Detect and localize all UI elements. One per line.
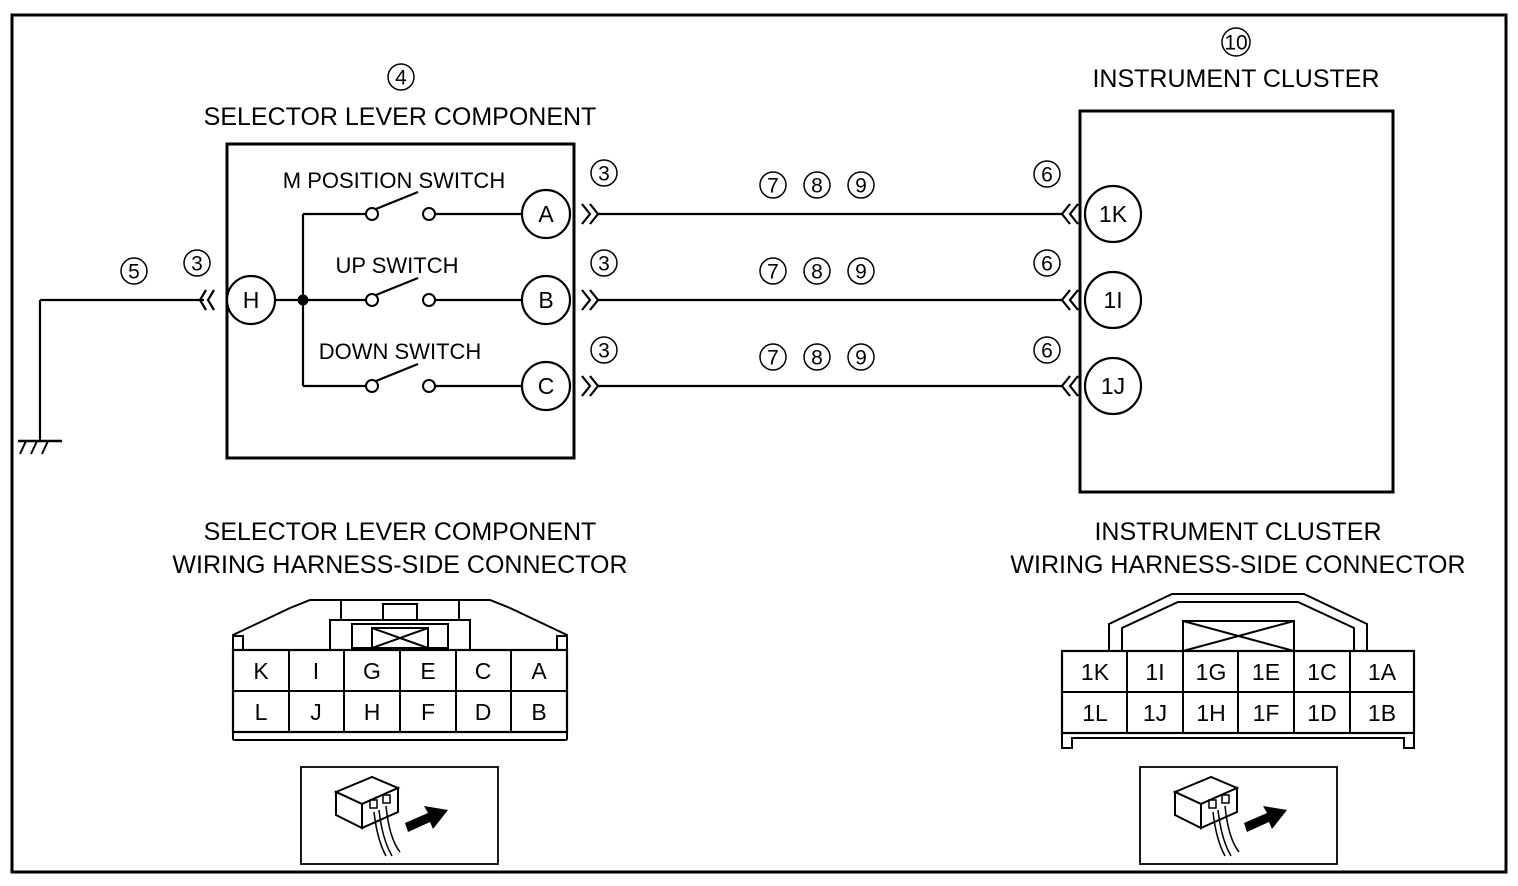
selector-pin: G	[363, 658, 381, 684]
selector-pin: I	[313, 658, 319, 684]
selector-pin: L	[255, 699, 268, 725]
selector-connector-title-2: WIRING HARNESS-SIDE CONNECTOR	[172, 551, 627, 579]
ground-icon	[18, 439, 62, 455]
svg-text:1I: 1I	[1103, 287, 1122, 313]
svg-text:3: 3	[191, 253, 203, 276]
wire-a-callouts: 7 8 9	[759, 171, 875, 199]
svg-text:B: B	[538, 287, 553, 313]
cluster-pin: 1B	[1368, 700, 1396, 726]
m-switch-label: M POSITION SWITCH	[283, 168, 505, 193]
wire-a-to-1k	[581, 203, 1079, 225]
selector-pin: K	[253, 658, 269, 684]
down-switch-label: DOWN SWITCH	[319, 339, 482, 364]
selector-pin: J	[310, 699, 322, 725]
terminal-h: H	[225, 274, 277, 326]
connector-a-callout: 3	[590, 159, 618, 187]
svg-text:6: 6	[1041, 164, 1053, 187]
svg-text:3: 3	[598, 253, 610, 276]
selector-number-callout: 4	[387, 63, 415, 91]
svg-text:8: 8	[811, 261, 823, 284]
wire-b-to-1i	[581, 289, 1079, 311]
terminal-b: B	[520, 274, 572, 326]
up-switch-label: UP SWITCH	[335, 253, 458, 278]
svg-text:6: 6	[1041, 340, 1053, 363]
harness-side-view-icon	[1139, 766, 1338, 865]
terminal-c: C	[520, 360, 572, 412]
selector-pin: E	[420, 658, 435, 684]
selector-pin: D	[475, 699, 492, 725]
svg-text:8: 8	[811, 175, 823, 198]
down-switch	[303, 362, 523, 393]
selector-title: SELECTOR LEVER COMPONENT	[204, 103, 597, 131]
terminal-1j: 1J	[1083, 356, 1143, 416]
svg-text:9: 9	[855, 347, 867, 370]
wire-c-callouts: 7 8 9	[759, 343, 875, 371]
cluster-title: INSTRUMENT CLUSTER	[1092, 65, 1379, 93]
svg-text:9: 9	[855, 261, 867, 284]
svg-text:3: 3	[598, 340, 610, 363]
selector-pin: F	[421, 699, 435, 725]
cluster-connector-1k-callout: 6	[1033, 160, 1061, 188]
cluster-connector-title-2: WIRING HARNESS-SIDE CONNECTOR	[1010, 551, 1465, 579]
terminal-a: A	[520, 188, 572, 240]
svg-text:1J: 1J	[1101, 373, 1125, 399]
cluster-connector-1i-callout: 6	[1033, 249, 1061, 277]
selector-pin: B	[531, 699, 546, 725]
svg-text:A: A	[538, 201, 554, 227]
diagram-frame	[10, 13, 1508, 874]
cluster-connector-pins: 1K 1I 1G 1E 1C 1A 1L 1J 1H 1F 1D 1B	[1081, 659, 1397, 726]
selector-pin: H	[364, 699, 381, 725]
ground-wire-callout: 5	[120, 257, 148, 285]
cluster-pin: 1K	[1081, 659, 1110, 685]
connector-b-callout: 3	[590, 249, 618, 277]
svg-text:7: 7	[767, 261, 779, 284]
wire-b-callouts: 7 8 9	[759, 257, 875, 285]
svg-text:6: 6	[1041, 253, 1053, 276]
cluster-pin: 1G	[1196, 659, 1227, 685]
svg-text:5: 5	[128, 261, 140, 284]
connector-c-callout: 3	[590, 336, 618, 364]
svg-text:1K: 1K	[1099, 201, 1128, 227]
ground-wire	[38, 289, 215, 440]
harness-side-view-icon	[300, 766, 499, 865]
cluster-pin: 1D	[1307, 700, 1336, 726]
up-switch	[303, 276, 523, 307]
selector-pin: A	[531, 658, 547, 684]
cluster-pin: 1H	[1196, 700, 1225, 726]
selector-connector-title-1: SELECTOR LEVER COMPONENT	[204, 518, 597, 546]
selector-pin: C	[475, 658, 492, 684]
svg-text:8: 8	[811, 347, 823, 370]
cluster-connector-1j-callout: 6	[1033, 336, 1061, 364]
selector-connector-housing	[231, 599, 569, 741]
wire-c-to-1j	[581, 375, 1079, 397]
cluster-pin: 1L	[1082, 700, 1108, 726]
cluster-pin: 1C	[1307, 659, 1336, 685]
cluster-number-callout: 10	[1221, 27, 1251, 57]
cluster-connector-housing	[1060, 593, 1416, 749]
svg-text:7: 7	[767, 175, 779, 198]
terminal-h-connector-callout: 3	[183, 249, 211, 277]
m-position-switch	[303, 190, 523, 221]
svg-text:9: 9	[855, 175, 867, 198]
cluster-pin: 1J	[1143, 700, 1167, 726]
svg-text:3: 3	[598, 163, 610, 186]
cluster-pin: 1A	[1368, 659, 1397, 685]
terminal-1i: 1I	[1083, 270, 1143, 330]
svg-text:10: 10	[1224, 32, 1247, 55]
selector-connector-pins: K I G E C A L J H F D B	[253, 658, 547, 725]
cluster-connector-title-1: INSTRUMENT CLUSTER	[1094, 518, 1381, 546]
svg-text:C: C	[538, 373, 555, 399]
cluster-pin: 1F	[1253, 700, 1280, 726]
cluster-pin: 1E	[1252, 659, 1280, 685]
terminal-1k: 1K	[1083, 184, 1143, 244]
svg-text:4: 4	[395, 67, 407, 90]
svg-text:7: 7	[767, 347, 779, 370]
svg-text:H: H	[243, 287, 260, 313]
cluster-pin: 1I	[1145, 659, 1164, 685]
